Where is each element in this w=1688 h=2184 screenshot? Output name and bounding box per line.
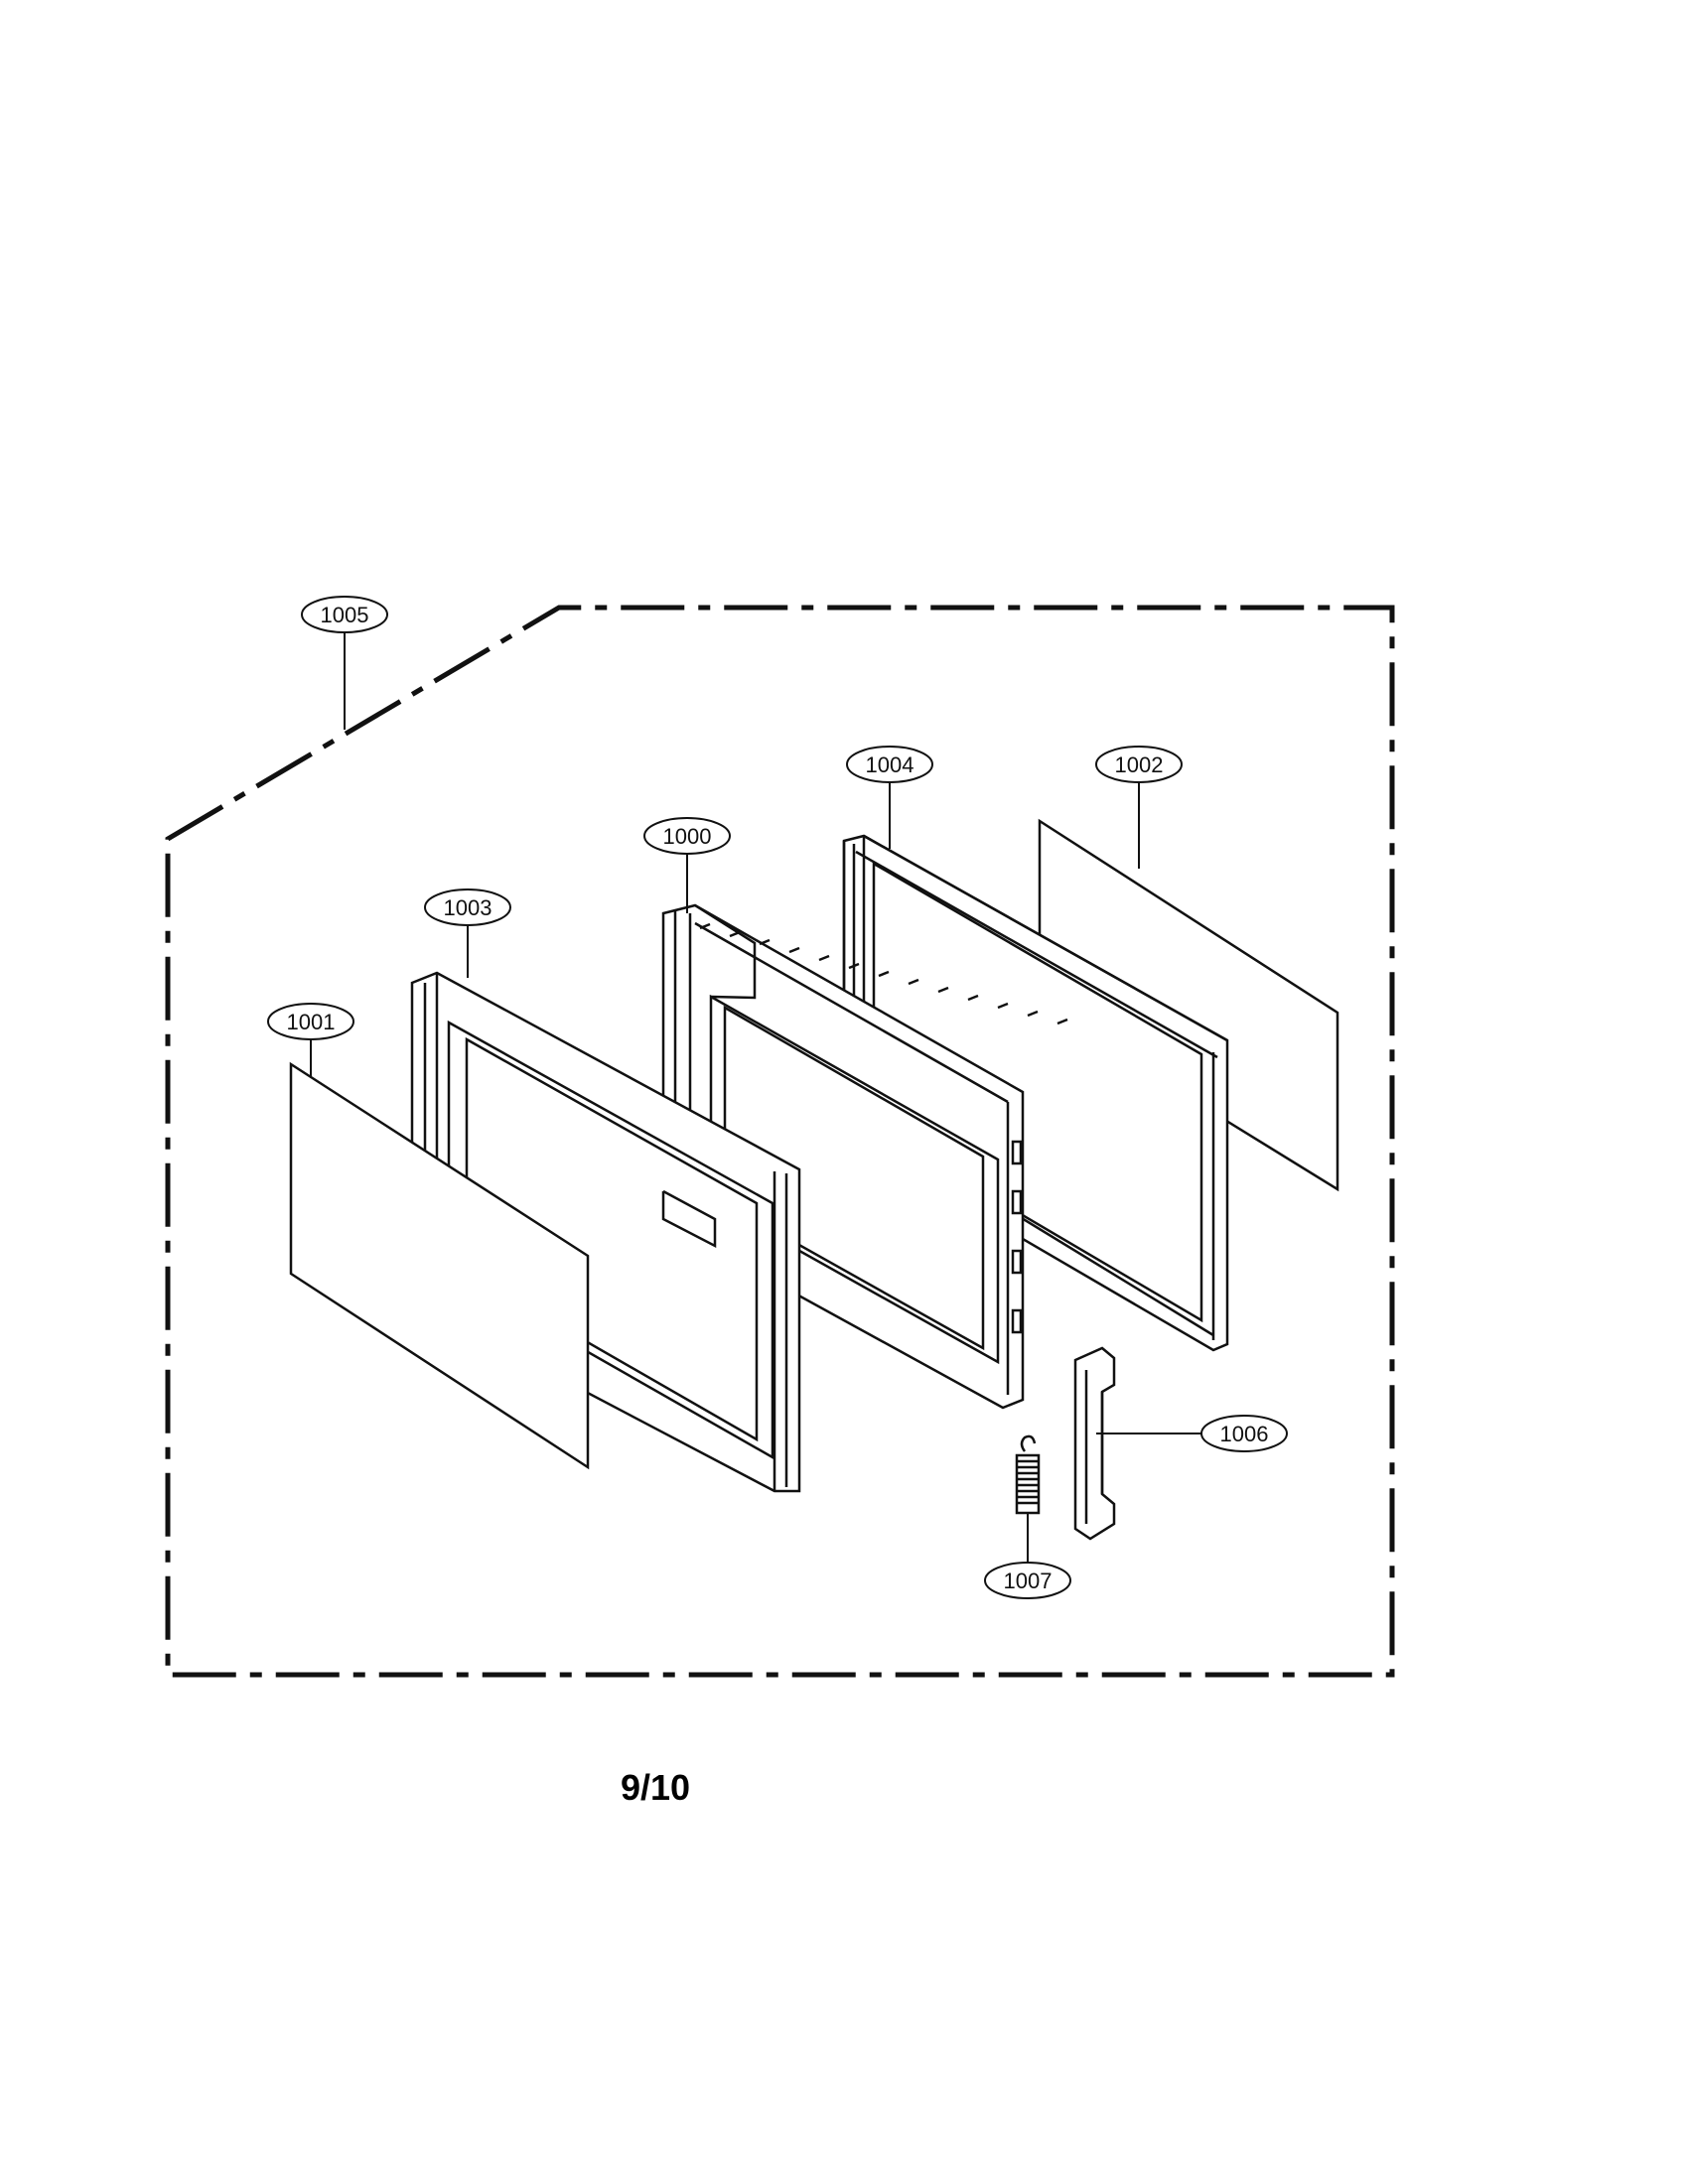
svg-text:1001: 1001 [287,1010,336,1034]
part-1006-latch-lever [1073,1346,1116,1541]
callout-1006: 1006 [1200,1415,1288,1452]
page-number: 9/10 [620,1767,691,1808]
svg-text:1000: 1000 [663,824,712,849]
svg-text:1005: 1005 [321,603,369,627]
svg-text:1004: 1004 [866,752,914,777]
part-1001-front-panel [289,1061,590,1470]
callout-1007: 1007 [984,1562,1071,1599]
callout-1003: 1003 [424,888,511,926]
part-1007-spring [1015,1434,1041,1515]
callout-1005: 1005 [301,596,388,633]
callout-1002: 1002 [1095,746,1183,783]
assembly-boundary [165,605,1395,1678]
svg-text:1007: 1007 [1004,1569,1053,1593]
callout-1000: 1000 [643,817,731,855]
callout-1001: 1001 [267,1003,354,1040]
svg-text:1002: 1002 [1115,752,1164,777]
callout-1004: 1004 [846,746,933,783]
svg-text:1006: 1006 [1220,1422,1269,1446]
leader-lines [310,632,1201,1563]
svg-text:1003: 1003 [444,895,492,920]
